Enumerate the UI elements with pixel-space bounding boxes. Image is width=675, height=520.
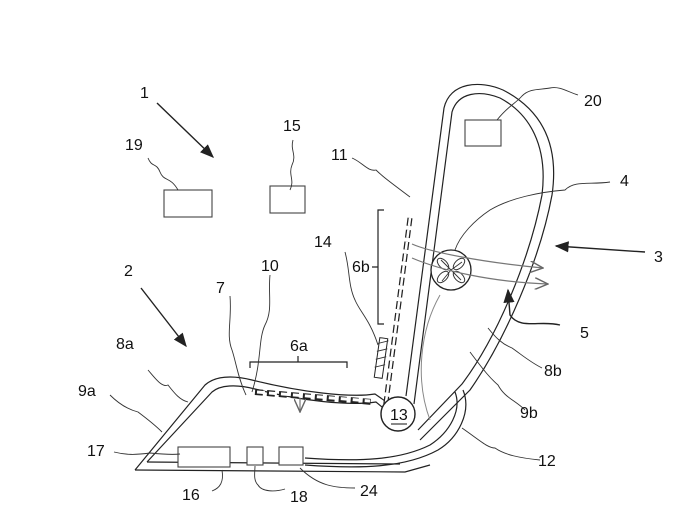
label-12: 12	[538, 453, 556, 470]
hinge-13	[380, 396, 416, 432]
reference-numerals: 1 2 3 4 5 6a 6b 7 8a 8b 9a 9b 10 11 12 1…	[78, 85, 663, 506]
component-15-box	[269, 185, 306, 214]
label-2: 2	[124, 263, 133, 280]
backrest	[405, 83, 555, 441]
label-16: 16	[182, 487, 200, 504]
label-9a: 9a	[78, 383, 96, 400]
label-18: 18	[290, 489, 308, 506]
label-9b: 9b	[520, 405, 538, 422]
label-4: 4	[620, 173, 629, 190]
label-8a: 8a	[116, 336, 134, 353]
label-5: 5	[580, 325, 589, 342]
label-17: 17	[87, 443, 105, 460]
seat-cushion	[134, 376, 431, 473]
label-15: 15	[283, 118, 301, 135]
label-14: 14	[314, 234, 332, 251]
label-7: 7	[216, 280, 225, 297]
component-16-box	[177, 446, 231, 468]
label-6a: 6a	[290, 338, 308, 355]
label-11: 11	[331, 147, 348, 164]
component-19-box	[163, 189, 213, 218]
label-13: 13	[390, 407, 408, 424]
label-6b: 6b	[352, 259, 370, 276]
label-3: 3	[654, 249, 663, 266]
label-19: 19	[125, 137, 143, 154]
label-24: 24	[360, 483, 378, 500]
fan-4	[430, 249, 472, 291]
component-20-box	[464, 119, 502, 147]
leader-lines	[109, 87, 611, 492]
label-1: 1	[140, 85, 149, 102]
label-10: 10	[261, 258, 279, 275]
component-24-box	[278, 446, 304, 466]
label-20: 20	[584, 93, 602, 110]
component-18-box	[246, 446, 264, 466]
label-8b: 8b	[544, 363, 562, 380]
air-duct-12	[304, 389, 467, 468]
